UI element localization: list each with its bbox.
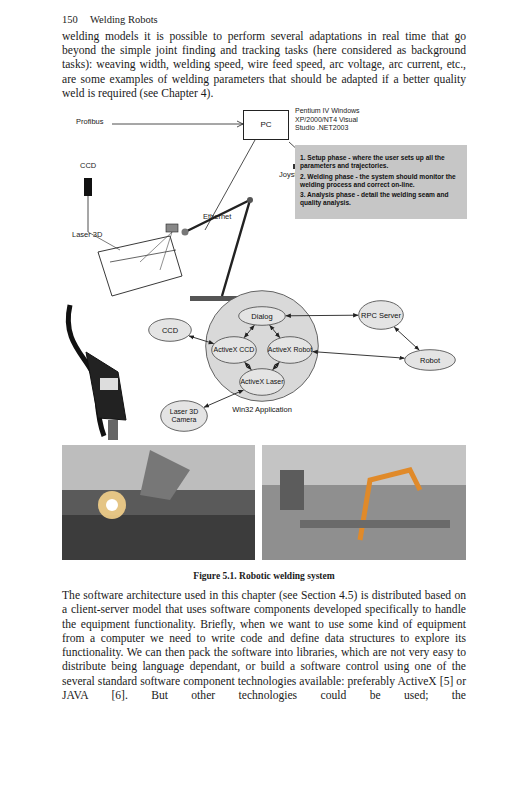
ccd-camera xyxy=(84,178,92,196)
ccd-wire xyxy=(88,196,89,232)
ellipse-shape xyxy=(206,291,319,402)
photo-table xyxy=(62,515,255,560)
node-label: Robot xyxy=(420,356,440,365)
photo-welding xyxy=(62,445,255,560)
node-label: Win32 Application xyxy=(185,405,339,414)
running-header: 150 xyxy=(62,14,92,27)
node-label: Dialog xyxy=(251,312,272,321)
profibus-wire xyxy=(112,124,243,125)
laser-sensor xyxy=(166,224,178,232)
photo-robot xyxy=(360,470,420,540)
node-label: ActiveX Laser xyxy=(240,378,283,386)
ellipse-shape xyxy=(359,301,404,330)
phase-text: 1. Setup phase - where the user sets up … xyxy=(300,154,462,170)
phase-box: 1. Setup phase - where the user sets up … xyxy=(295,145,467,219)
component-ellipse: Dialog xyxy=(238,306,286,326)
figure-label: CCD xyxy=(80,161,120,170)
body-paragraph: welding models it is possible to perform… xyxy=(62,30,466,101)
application-circle: Win32 ApplicationDialogActiveX CCDActive… xyxy=(205,290,319,402)
figure-caption: Figure 5.1. Robotic welding system xyxy=(62,571,466,581)
body-paragraph: The software architecture used in this c… xyxy=(62,589,466,703)
ellipse-shape xyxy=(149,319,192,342)
connector-arrow xyxy=(273,362,279,369)
photo-sparks xyxy=(98,491,126,519)
device-ellipse: Robot xyxy=(404,349,456,371)
phase-text: 2. Welding phase - the system should mon… xyxy=(300,173,462,189)
running-header: Welding Robots xyxy=(90,14,230,27)
connector-arrow xyxy=(270,325,280,337)
ellipse-shape xyxy=(212,337,257,364)
component-ellipse: ActiveX Laser xyxy=(239,368,285,396)
node-label: RPC Server xyxy=(361,311,401,320)
torch-body xyxy=(86,352,126,420)
node-label: ActiveX CCD xyxy=(214,346,255,354)
device-ellipse: Laser 3D Camera xyxy=(160,400,208,432)
node-label: ActiveX Robot xyxy=(268,346,312,354)
node-label: CCD xyxy=(162,326,178,335)
component-ellipse: ActiveX CCD xyxy=(211,336,257,364)
figure-label: Ethernet xyxy=(203,212,253,221)
component-ellipse: ActiveX Robot xyxy=(267,336,313,364)
connector-arrow xyxy=(189,336,213,344)
ellipse-shape xyxy=(239,307,286,326)
figure-label: Laser 3D xyxy=(72,230,122,239)
ellipse-shape xyxy=(405,350,456,371)
connector-arrow xyxy=(313,352,405,359)
photo-bench xyxy=(300,520,450,528)
phase-text: 3. Analysis phase - detail the welding s… xyxy=(300,191,462,207)
server-ellipse: RPC Server xyxy=(358,300,404,330)
node-label: Laser 3D Camera xyxy=(160,408,208,425)
pc-box: PC xyxy=(243,110,289,140)
connector-arrow xyxy=(245,362,251,369)
node-label: PC xyxy=(260,120,271,130)
photo-arc xyxy=(106,499,118,511)
figure-label: Profibus xyxy=(76,117,136,126)
device-ellipse: CCD xyxy=(148,318,192,342)
photo-lab xyxy=(262,445,466,560)
figure-label: Pentium IV Windows XP/2000/NT4 Visual St… xyxy=(295,107,373,133)
connector-arrow xyxy=(394,327,419,350)
robot-wrist xyxy=(182,229,189,236)
laser-beam xyxy=(160,232,172,270)
connector-arrow xyxy=(244,325,254,337)
ellipse-shape xyxy=(240,369,285,396)
torch-label xyxy=(100,378,118,390)
torch-nozzle xyxy=(108,420,118,440)
connector-arrow xyxy=(204,390,243,407)
weld-seam xyxy=(110,250,176,262)
photo-cabinet xyxy=(280,470,304,510)
connector-arrow xyxy=(286,315,358,317)
photo-robot xyxy=(140,450,190,500)
ellipse-shape xyxy=(268,337,313,364)
ellipse-shape xyxy=(161,401,208,432)
robot-joint xyxy=(247,197,253,203)
